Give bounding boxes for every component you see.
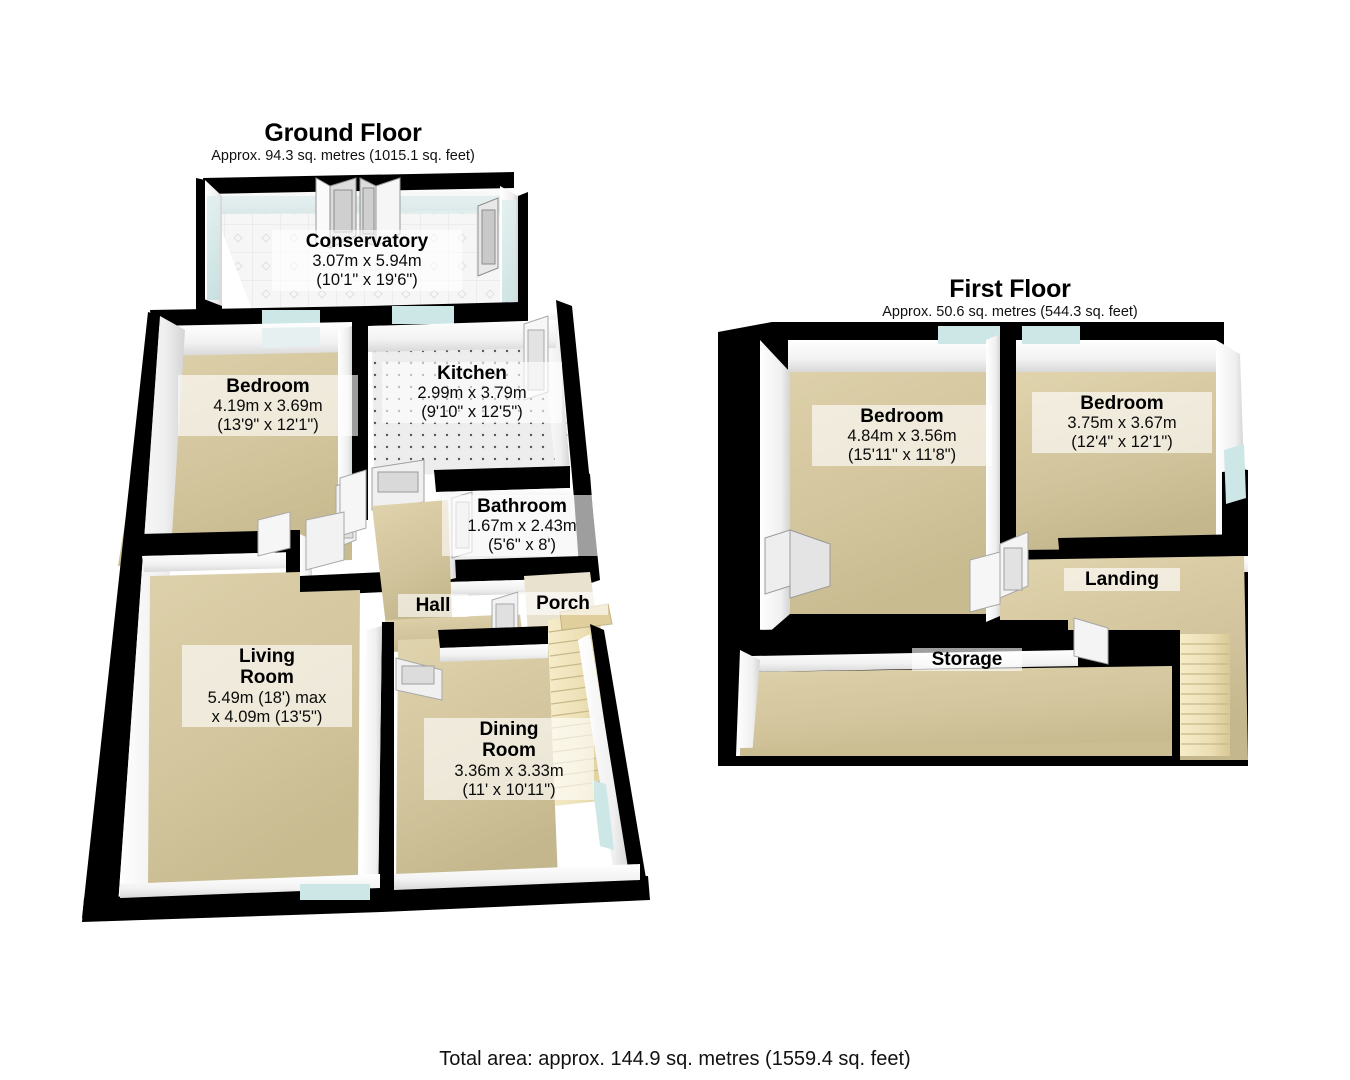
room-dim-conservatory-metric: 3.07m x 5.94m	[312, 252, 422, 271]
room-label-living-room: Living Room 5.49m (18') max x 4.09m (13'…	[182, 645, 352, 728]
room-dim-conservatory-imperial: (10'1" x 19'6")	[316, 271, 418, 290]
conservatory-side-door	[477, 197, 499, 277]
room-hall	[362, 500, 524, 912]
room-label-dining-room: Dining Room 3.36m x 3.33m (11' x 10'11")	[424, 718, 594, 801]
room-name-dining-room-line2: Room	[482, 740, 536, 762]
room-name-storage: Storage	[931, 649, 1003, 670]
room-name-living-room-line2: Room	[240, 667, 294, 689]
room-dim-bedroom-first-right-metric: 3.75m x 3.67m	[1067, 414, 1177, 433]
room-dim-kitchen-imperial: (9'10" x 12'5")	[421, 403, 523, 422]
room-label-bathroom: Bathroom 1.67m x 2.43m (5'6" x 8')	[442, 495, 602, 556]
room-label-conservatory: Conservatory 3.07m x 5.94m (10'1" x 19'6…	[272, 230, 462, 291]
first-floor-graphic	[718, 322, 1248, 766]
room-name-kitchen: Kitchen	[437, 363, 507, 384]
landing-door-a	[999, 531, 1029, 599]
room-label-landing: Landing	[1064, 568, 1180, 592]
ground-floor-area: Approx. 94.3 sq. metres (1015.1 sq. feet…	[211, 148, 475, 165]
room-dim-living-room-imperial: x 4.09m (13'5")	[211, 707, 323, 726]
room-dim-living-room-metric: 5.49m (18') max	[207, 688, 327, 707]
ground-floor-title: Ground Floor	[264, 119, 422, 147]
storage-door	[1073, 617, 1109, 665]
room-dim-dining-room-metric: 3.36m x 3.33m	[454, 761, 564, 780]
room-label-bedroom-first-left: Bedroom 4.84m x 3.56m (15'11" x 11'8")	[812, 405, 992, 466]
first-floor-title: First Floor	[949, 275, 1071, 303]
room-dim-bedroom-first-left-metric: 4.84m x 3.56m	[847, 427, 957, 446]
room-name-landing: Landing	[1085, 569, 1159, 590]
dining-door	[395, 657, 443, 701]
room-dim-kitchen-metric: 2.99m x 3.79m	[417, 384, 527, 403]
room-label-hall: Hall	[398, 594, 468, 618]
first-floor-title-block: First Floor Approx. 50.6 sq. metres (544…	[790, 276, 1230, 321]
room-name-bathroom: Bathroom	[477, 496, 567, 517]
room-dim-bathroom-imperial: (5'6" x 8')	[487, 536, 557, 555]
room-dim-bedroom-ground-imperial: (13'9" x 12'1")	[217, 416, 319, 435]
room-label-porch: Porch	[518, 592, 608, 616]
room-name-hall: Hall	[415, 595, 451, 616]
ground-floor-title-block: Ground Floor Approx. 94.3 sq. metres (10…	[118, 120, 568, 165]
room-name-bedroom-ground: Bedroom	[226, 376, 310, 397]
total-area-text: Total area: approx. 144.9 sq. metres (15…	[439, 1048, 911, 1070]
staircase-first	[1170, 630, 1230, 760]
room-name-conservatory: Conservatory	[305, 231, 429, 252]
room-name-bedroom-first-left: Bedroom	[860, 406, 944, 427]
room-dim-bathroom-metric: 1.67m x 2.43m	[467, 517, 577, 536]
landing-door-b	[969, 551, 1001, 613]
room-storage	[736, 650, 1172, 756]
room-label-storage: Storage	[912, 648, 1022, 672]
room-label-bedroom-first-right: Bedroom 3.75m x 3.67m (12'4" x 12'1")	[1032, 392, 1212, 453]
room-dim-dining-room-imperial: (11' x 10'11")	[462, 780, 556, 799]
room-name-bedroom-first-right: Bedroom	[1080, 393, 1164, 414]
room-name-living-room-line1: Living	[239, 646, 295, 667]
room-name-dining-room-line1: Dining	[479, 719, 539, 740]
room-name-porch: Porch	[536, 593, 590, 614]
hall-doors	[257, 469, 367, 571]
room-label-bedroom-ground: Bedroom 4.19m x 3.69m (13'9" x 12'1")	[178, 375, 358, 436]
kitchen-unit	[371, 459, 425, 511]
first-floor-area: Approx. 50.6 sq. metres (544.3 sq. feet)	[882, 304, 1138, 321]
room-dim-bedroom-first-right-imperial: (12'4" x 12'1")	[1071, 433, 1173, 452]
room-dim-bedroom-ground-metric: 4.19m x 3.69m	[213, 397, 323, 416]
wardrobe-icon	[764, 529, 831, 599]
room-landing	[969, 531, 1248, 760]
room-label-kitchen: Kitchen 2.99m x 3.79m (9'10" x 12'5")	[382, 362, 562, 423]
room-dim-bedroom-first-left-imperial: (15'11" x 11'8")	[847, 446, 957, 465]
